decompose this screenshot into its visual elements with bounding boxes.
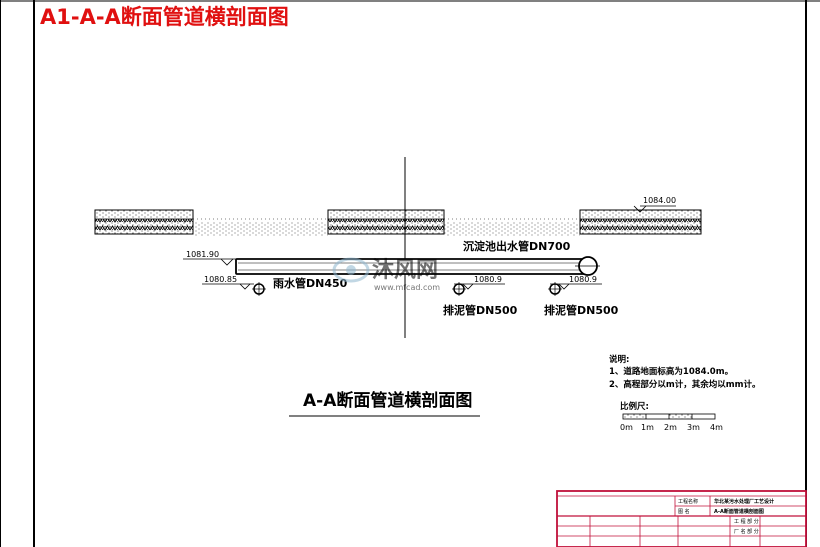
- scale-tick-1: 1m: [641, 423, 654, 432]
- rain-pipe: [252, 282, 266, 296]
- title-block-plant-label: 厂 名 部 分: [734, 528, 759, 535]
- title-block-project: 华北某污水处理厂工艺设计: [714, 498, 774, 505]
- notes-line-1: 1、道路地面标高为1084.0m。: [609, 366, 733, 377]
- scale-tick-4: 4m: [710, 423, 723, 432]
- pavement-block-right: [579, 209, 702, 235]
- sludge-pipe-1-label: 排泥管DN500: [443, 303, 518, 317]
- notes-heading: 说明:: [609, 354, 629, 365]
- scale-bar: 比例尺: 0m 1m 2m 3m 4m: [620, 401, 723, 432]
- road-elevation-mark: 1084.00: [633, 196, 676, 213]
- title-block-drawing-label: 图 名: [678, 508, 690, 515]
- title-block-drawing-name: A-A断面管道横剖面图: [714, 508, 764, 515]
- pavement-block-left: [94, 209, 194, 235]
- notes: 说明: 1、道路地面标高为1084.0m。 2、高程部分以m计，其余均以mm计。: [609, 354, 761, 390]
- sludge-pipe-2-elevation-mark: 1080.9: [550, 275, 602, 290]
- watermark-logo-icon: [332, 257, 370, 283]
- watermark-brand: 沐风网: [372, 258, 438, 283]
- scale-bar-label: 比例尺:: [620, 401, 649, 412]
- sludge-pipe-1-elevation-label: 1080.9: [474, 275, 502, 284]
- rain-pipe-label: 雨水管DN450: [273, 276, 348, 290]
- pavement-block-middle: [327, 209, 445, 235]
- sludge-pipe-2-elevation-label: 1080.9: [569, 275, 597, 284]
- road-elevation-label: 1084.00: [643, 196, 676, 205]
- scale-tick-2: 2m: [664, 423, 677, 432]
- notes-line-2: 2、高程部分以m计，其余均以mm计。: [609, 379, 761, 390]
- watermark: 沐风网 www.mfcad.com: [332, 257, 440, 292]
- main-pipe-label: 沉淀池出水管DN700: [463, 239, 571, 253]
- main-pipe-elevation-mark: 1081.90: [183, 250, 236, 266]
- main-pipe: [235, 256, 600, 276]
- scale-tick-0: 0m: [620, 423, 633, 432]
- sludge-pipe-1-elevation-mark: 1080.9: [454, 275, 505, 290]
- title-block-project-label: 工程名称: [678, 498, 698, 505]
- title-block: 工程名称 华北某污水处理厂工艺设计 图 名 A-A断面管道横剖面图 工 程 部 …: [556, 490, 807, 547]
- section-title: A-A断面管道横剖面图: [303, 390, 472, 411]
- scale-tick-3: 3m: [687, 423, 700, 432]
- sludge-pipe-2-label: 排泥管DN500: [544, 303, 619, 317]
- sludge-pipe-2: [548, 282, 562, 296]
- page-title: A1-A-A断面管道横剖面图: [40, 5, 289, 29]
- title-block-section-label: 工 程 部 分: [734, 518, 759, 525]
- ground-surface: [193, 218, 580, 236]
- rain-pipe-elevation-label: 1080.85: [204, 275, 237, 284]
- main-pipe-elevation-label: 1081.90: [186, 250, 219, 259]
- watermark-url: www.mfcad.com: [374, 283, 440, 292]
- rain-pipe-elevation-mark: 1080.85: [202, 275, 254, 290]
